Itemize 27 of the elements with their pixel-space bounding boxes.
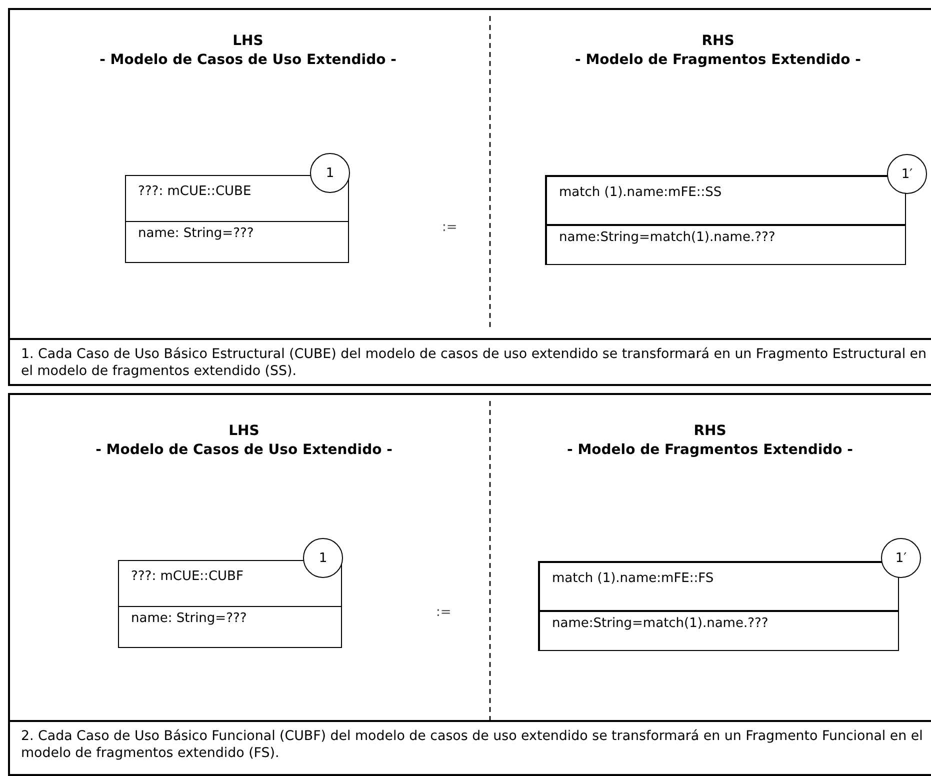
class-name: match (1).name:mFE::FS: [551, 570, 715, 588]
section-heading: RHS: [694, 423, 726, 439]
section-heading: RHS: [702, 33, 734, 49]
number-circle: 1′: [881, 538, 921, 578]
section-heading: LHS: [232, 33, 264, 49]
attribute-text: name: String=???: [126, 221, 348, 262]
section-heading: - Modelo de Fragmentos Extendido -: [575, 52, 861, 68]
number-circle: 1: [303, 538, 343, 578]
class-box: [538, 561, 899, 651]
attribute-text: name: String=???: [119, 606, 341, 647]
rule-description: 2. Cada Caso de Uso Básico Funcional (CUBF) del modelo de casos de uso extendido se transformará en un Fragmento Funcional en el modelo de fragmentos extendido (FS).: [8, 720, 931, 776]
section-heading: - Modelo de Fragmentos Extendido -: [567, 442, 853, 458]
class-name: ???: mCUE::CUBF: [130, 568, 244, 586]
class-box: [118, 560, 342, 648]
class-box: [125, 175, 349, 263]
number-circle: 1: [310, 153, 350, 193]
section-heading: - Modelo de Casos de Uso Extendido -: [100, 52, 396, 68]
section-heading: LHS: [228, 423, 260, 439]
rule-description: 1. Cada Caso de Uso Básico Estructural (CUBE) del modelo de casos de uso extendido se transformará en un Fragmento Estructural en el modelo de fragmentos extendido (SS).: [8, 338, 931, 386]
class-name: match (1).name:mFE::SS: [558, 184, 723, 202]
number-circle: 1′: [887, 154, 927, 194]
attribute-text: name:String=match(1).name.???: [547, 224, 905, 264]
attribute-text: name:String=match(1).name.???: [540, 610, 898, 650]
section-heading: - Modelo de Casos de Uso Extendido -: [96, 442, 392, 458]
assignment-symbol: :=: [436, 605, 452, 620]
class-name: ???: mCUE::CUBE: [137, 183, 252, 201]
assignment-symbol: :=: [442, 220, 458, 235]
